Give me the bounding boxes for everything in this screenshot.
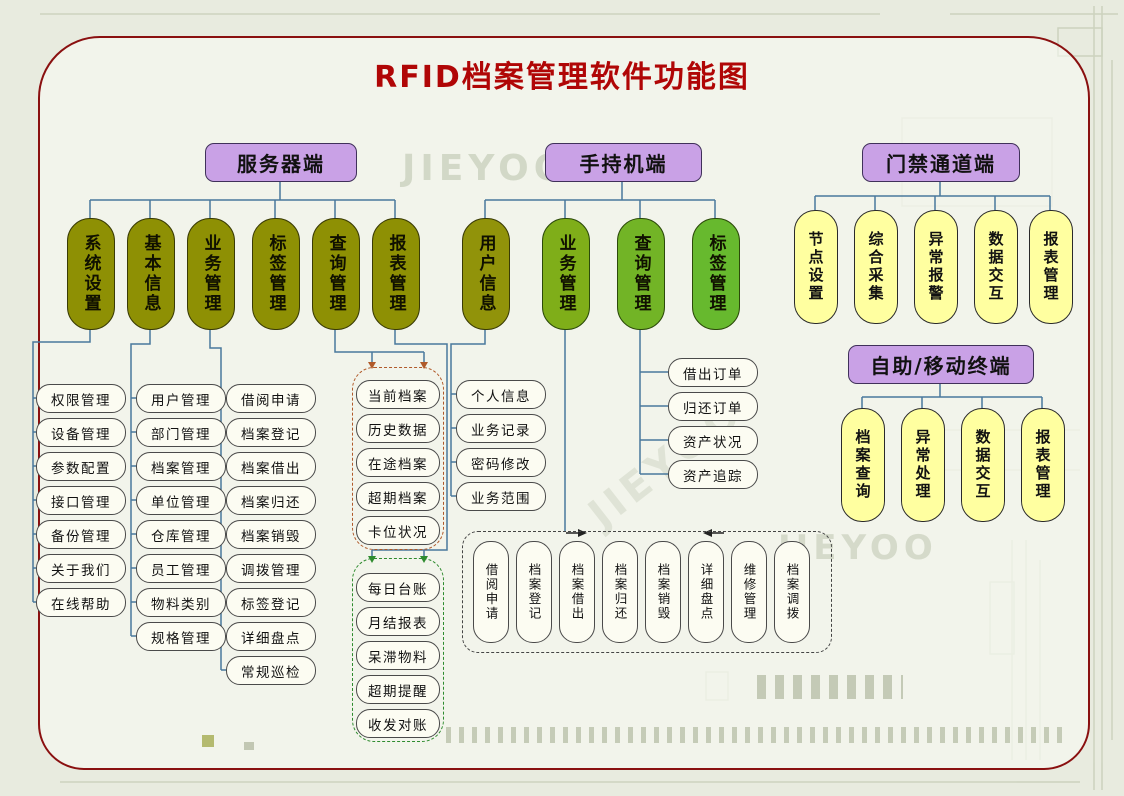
module-pill: 系统设置	[67, 218, 115, 330]
leaf-node: 呆滞物料	[356, 641, 440, 670]
module-pill: 标签管理	[252, 218, 300, 330]
module-pill: 数据交互	[961, 408, 1005, 522]
branch-mobile: 自助/移动终端	[848, 345, 1034, 384]
leaf-node: 单位管理	[136, 486, 226, 515]
leaf-node: 调拨管理	[226, 554, 316, 583]
leaf-node: 档案借出	[226, 452, 316, 481]
leaf-node: 业务范围	[456, 482, 546, 511]
circuit-chip	[244, 742, 254, 750]
leaf-node: 收发对账	[356, 709, 440, 738]
leaf-node: 档案销毁	[226, 520, 316, 549]
module-pill: 标签管理	[692, 218, 740, 330]
module-pill: 业务管理	[542, 218, 590, 330]
leaf-node: 部门管理	[136, 418, 226, 447]
diagram-title: RFID档案管理软件功能图	[374, 60, 750, 95]
leaf-node: 档案调拨	[774, 541, 810, 643]
leaf-node: 档案归还	[226, 486, 316, 515]
module-pill: 报表管理	[1029, 210, 1073, 324]
server-report-group-box	[352, 558, 444, 742]
module-pill: 异常报警	[914, 210, 958, 324]
leaf-node: 备份管理	[36, 520, 126, 549]
leaf-node: 在途档案	[356, 448, 440, 477]
leaf-node: 参数配置	[36, 452, 126, 481]
leaf-node: 借阅申请	[473, 541, 509, 643]
branch-gate: 门禁通道端	[862, 143, 1020, 182]
leaf-node: 超期档案	[356, 482, 440, 511]
module-pill: 查询管理	[617, 218, 665, 330]
leaf-node: 卡位状况	[356, 516, 440, 545]
leaf-node: 历史数据	[356, 414, 440, 443]
leaf-node: 设备管理	[36, 418, 126, 447]
leaf-node: 规格管理	[136, 622, 226, 651]
leaf-node: 归还订单	[668, 392, 758, 421]
server-query-group-box	[352, 367, 444, 550]
circuit-tick-strip	[446, 727, 1066, 743]
module-pill: 报表管理	[372, 218, 420, 330]
module-pill: 报表管理	[1021, 408, 1065, 522]
leaf-node: 档案借出	[559, 541, 595, 643]
leaf-node: 密码修改	[456, 448, 546, 477]
leaf-node: 详细盘点	[688, 541, 724, 643]
leaf-node: 档案管理	[136, 452, 226, 481]
leaf-node: 档案登记	[516, 541, 552, 643]
module-pill: 用户信息	[462, 218, 510, 330]
leaf-node: 详细盘点	[226, 622, 316, 651]
leaf-node: 用户管理	[136, 384, 226, 413]
leaf-node: 物料类别	[136, 588, 226, 617]
leaf-node: 档案销毁	[645, 541, 681, 643]
leaf-node: 在线帮助	[36, 588, 126, 617]
leaf-node: 每日台账	[356, 573, 440, 602]
module-pill: 异常处理	[901, 408, 945, 522]
leaf-node: 借阅申请	[226, 384, 316, 413]
circuit-chip	[202, 735, 214, 747]
circuit-pad-grid	[757, 675, 903, 699]
leaf-node: 仓库管理	[136, 520, 226, 549]
leaf-node: 关于我们	[36, 554, 126, 583]
leaf-node: 常规巡检	[226, 656, 316, 685]
module-pill: 节点设置	[794, 210, 838, 324]
leaf-node: 超期提醒	[356, 675, 440, 704]
module-pill: 查询管理	[312, 218, 360, 330]
leaf-node: 当前档案	[356, 380, 440, 409]
handheld-business-group-box	[462, 531, 832, 653]
leaf-node: 档案登记	[226, 418, 316, 447]
leaf-node: 标签登记	[226, 588, 316, 617]
leaf-node: 维修管理	[731, 541, 767, 643]
leaf-node: 业务记录	[456, 414, 546, 443]
leaf-node: 员工管理	[136, 554, 226, 583]
leaf-node: 个人信息	[456, 380, 546, 409]
branch-handheld: 手持机端	[545, 143, 702, 182]
branch-server: 服务器端	[205, 143, 357, 182]
module-pill: 业务管理	[187, 218, 235, 330]
module-pill: 档案查询	[841, 408, 885, 522]
leaf-node: 借出订单	[668, 358, 758, 387]
leaf-node: 权限管理	[36, 384, 126, 413]
leaf-node: 接口管理	[36, 486, 126, 515]
module-pill: 基本信息	[127, 218, 175, 330]
module-pill: 综合采集	[854, 210, 898, 324]
leaf-node: 档案归还	[602, 541, 638, 643]
leaf-node: 月结报表	[356, 607, 440, 636]
leaf-node: 资产状况	[668, 426, 758, 455]
leaf-node: 资产追踪	[668, 460, 758, 489]
module-pill: 数据交互	[974, 210, 1018, 324]
